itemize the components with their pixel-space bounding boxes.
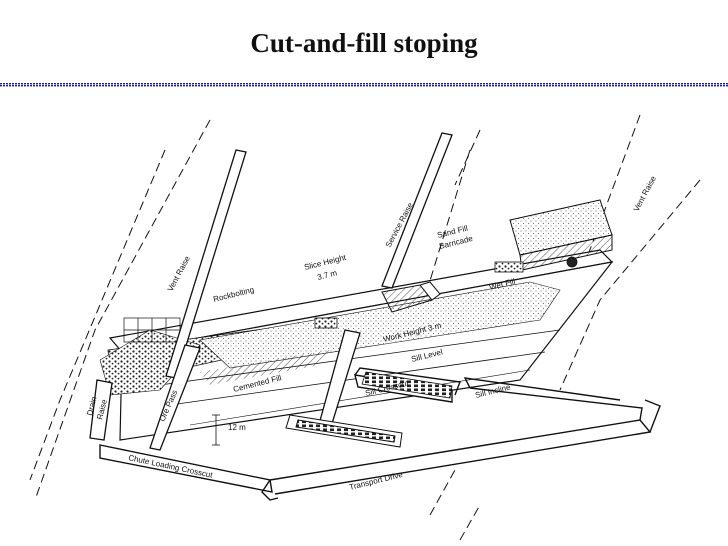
title-underline-pattern [0,83,728,87]
title-underline [0,74,728,87]
cemented-fill-area [200,350,330,385]
support-grid [123,317,181,343]
fill-zone [199,281,561,369]
dimension-12m [212,414,220,446]
label-vent-raise-right: Vent Raise [632,174,658,213]
lower-chute [285,414,403,448]
raises [89,132,453,451]
label-slice-height-2: 3.7 m [316,268,338,282]
label-12m: 12 m [228,423,246,432]
drain-raise-shaft [89,379,113,441]
service-raise-shaft [381,132,453,289]
label-transport-drive: Transport Drive [348,470,404,492]
label-drain-raise-1: Drain [85,396,98,417]
equipment [314,256,578,329]
label-vent-raise-left: Vent Raise [166,254,192,293]
sand-fill-barricade [381,281,441,313]
label-rockbolting: Rockbolting [212,285,255,304]
sill-crosscut [361,371,453,399]
label-slice-height-1: Slice Height [303,253,347,272]
ore-pass-shaft [149,344,201,451]
slide-title: Cut-and-fill stoping [250,28,478,58]
